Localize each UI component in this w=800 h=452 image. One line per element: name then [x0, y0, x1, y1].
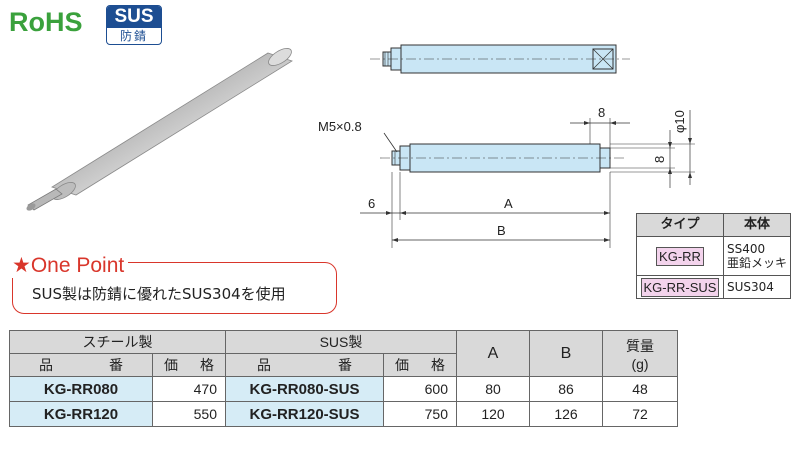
part-char-2: 番 — [338, 357, 352, 373]
dim-8-top-label: 8 — [598, 105, 605, 120]
drawing-side-view — [380, 143, 625, 173]
value-A: 120 — [456, 401, 530, 427]
value-B: 86 — [529, 376, 603, 402]
one-point-text: SUS製は防錆に優れたSUS304を使用 — [32, 285, 286, 303]
price-char-1: 価 — [164, 357, 178, 373]
sus-badge-sublabel: 防錆 — [119, 29, 148, 43]
value-B: 126 — [529, 401, 603, 427]
part-char-1: 品 — [39, 357, 53, 373]
dim-8-side-label: 8 — [652, 156, 667, 163]
type-cell: KG-RR — [636, 236, 724, 276]
sus-price-header: 価格 — [383, 353, 457, 377]
dim-A: 6 A — [360, 172, 611, 248]
table-row: KG-RR120 550 KG-RR120-SUS 750 120 126 72 — [9, 401, 678, 427]
steel-code: KG-RR080 — [9, 376, 153, 402]
price-char-1: 価 — [395, 357, 409, 373]
value-mass: 48 — [602, 376, 678, 402]
dim-phi10-label: φ10 — [672, 110, 687, 133]
price-char-2: 格 — [431, 357, 445, 373]
rohs-logo-text: RoHS — [9, 7, 83, 37]
table-row: KG-RR080 470 KG-RR080-SUS 600 80 86 48 — [9, 376, 678, 402]
steel-part-header: 品番 — [9, 353, 153, 377]
type-table: タイプ 本体 KG-RR SS400 亜鉛メッキ KG-RR-SUS SUS30… — [636, 213, 791, 299]
dim-6-label: 6 — [368, 196, 375, 211]
body-finish: 亜鉛メッキ — [727, 256, 788, 270]
sus-code: KG-RR120-SUS — [225, 401, 384, 427]
steel-group-header: スチール製 — [9, 330, 226, 354]
part-char-1: 品 — [257, 357, 271, 373]
sus-code: KG-RR080-SUS — [225, 376, 384, 402]
dim-8-side: 8 — [610, 130, 675, 188]
body-header: 本体 — [723, 213, 791, 237]
dim-8-top: 8 — [570, 105, 630, 148]
col-A-header: A — [456, 330, 530, 377]
thread-leader — [383, 132, 398, 153]
steel-code: KG-RR120 — [9, 401, 153, 427]
dim-B-label: B — [497, 223, 506, 238]
rod-body — [51, 48, 293, 200]
product-photo — [26, 48, 293, 211]
body-material: SUS304 — [723, 275, 791, 299]
mass-unit: (g) — [631, 355, 649, 372]
sus-price: 750 — [383, 401, 457, 427]
sus-price: 600 — [383, 376, 457, 402]
one-point-title-text: One Point — [30, 254, 125, 277]
type-tag-kg-rr-sus: KG-RR-SUS — [640, 277, 720, 297]
dim-phi10: φ10 — [610, 110, 695, 185]
sus-part-header: 品番 — [225, 353, 384, 377]
col-B-header: B — [529, 330, 603, 377]
price-char-2: 格 — [200, 357, 214, 373]
body-material: SS400 — [727, 242, 766, 256]
technical-drawing: M5×0.8 8 φ10 8 6 A — [318, 44, 695, 248]
value-mass: 72 — [602, 401, 678, 427]
sus-group-header: SUS製 — [225, 330, 457, 354]
thread-label: M5×0.8 — [318, 119, 362, 134]
drawing-top-view — [370, 44, 630, 74]
value-A: 80 — [456, 376, 530, 402]
type-tag-kg-rr: KG-RR — [656, 246, 704, 266]
price-table: スチール製 SUS製 A B 質量 (g) 品番 価格 品番 価格 KG-RR0… — [9, 330, 678, 427]
one-point-title: ★One Point — [8, 254, 129, 278]
type-header: タイプ — [636, 213, 724, 237]
steel-price-header: 価格 — [152, 353, 226, 377]
body-cell: SS400 亜鉛メッキ — [723, 236, 791, 276]
mass-label: 質量 — [626, 337, 654, 354]
steel-price: 470 — [152, 376, 226, 402]
star-icon: ★ — [12, 254, 31, 277]
one-point-box — [12, 262, 337, 314]
dim-B: B — [392, 223, 610, 242]
type-cell: KG-RR-SUS — [636, 275, 724, 299]
sus-badge: SUS 防錆 — [106, 5, 162, 45]
rohs-logo: RoHS — [9, 7, 83, 37]
sus-badge-label: SUS — [107, 6, 161, 28]
steel-price: 550 — [152, 401, 226, 427]
dim-A-label: A — [504, 196, 513, 211]
part-char-2: 番 — [109, 357, 123, 373]
rod-thread — [26, 188, 63, 211]
col-mass-header: 質量 (g) — [602, 330, 678, 377]
